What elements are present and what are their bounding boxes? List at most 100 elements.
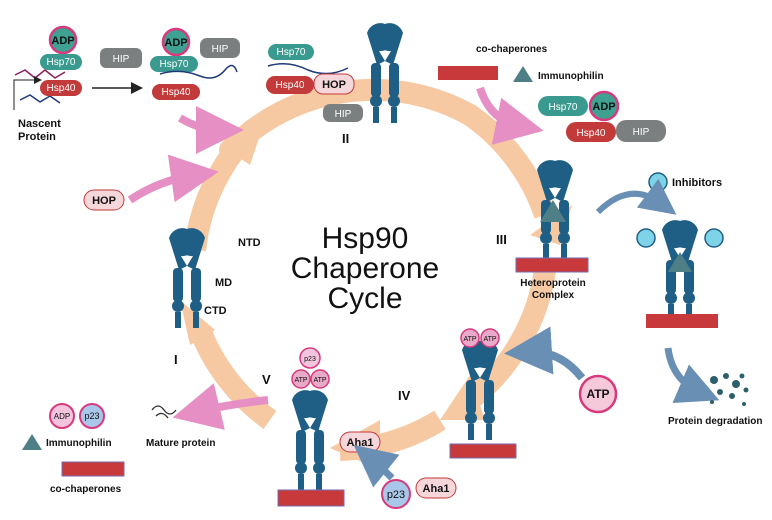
co-chaperone-bar-stage-5 — [277, 489, 345, 507]
aha1-pill-bottom — [415, 477, 457, 499]
immunophilin-icon-top — [513, 66, 533, 82]
hsp90-dimer-stage-5 — [292, 390, 328, 490]
adp-text-2: ADP — [164, 37, 187, 49]
hsp40-text-4: Hsp40 — [577, 128, 606, 139]
adp-text-1: ADP — [51, 35, 74, 47]
cycle-arrow-segment-5 — [189, 325, 277, 429]
nascent-protein-strand-2 — [19, 94, 61, 104]
atp-circle-stage5-b — [310, 369, 330, 389]
hop-pill-1 — [313, 73, 355, 95]
immunophilin-icon-stage-3 — [540, 200, 566, 222]
client-strand-3 — [267, 63, 349, 75]
aha1-text-bottom: Aha1 — [423, 483, 450, 495]
hip-pill-3 — [323, 104, 363, 122]
title-line-1: Hsp90 — [322, 222, 409, 255]
stage-label-2: II — [342, 131, 349, 146]
atp-circle-big — [578, 374, 618, 414]
p23-circle-stage5 — [299, 347, 321, 369]
hip-pill-4 — [616, 120, 666, 142]
title-line-3: Cycle — [327, 282, 402, 315]
co-chaperone-bar-stage-3 — [515, 257, 589, 273]
hop-pill-2 — [83, 189, 125, 211]
stage-label-4: IV — [398, 388, 411, 403]
ctd-label: CTD — [204, 305, 227, 317]
atp-circle-stage4-a — [460, 328, 480, 348]
nascent-protein-label-2: Protein — [18, 131, 56, 143]
blue-arrow-degradation — [664, 347, 720, 404]
pink-arrow-in-hop — [127, 154, 219, 204]
ntd-label: NTD — [238, 237, 261, 249]
hop-text-2: HOP — [92, 195, 116, 207]
hsp40-text-3: Hsp40 — [276, 80, 305, 91]
hip-text-1: HIP — [113, 54, 130, 65]
atp-text-stage4-b: ATP — [483, 336, 496, 343]
hsp40-pill-4 — [566, 122, 616, 142]
stage-label-1: I — [174, 352, 178, 367]
adp-circle-3 — [588, 90, 620, 122]
hsp70-text-3: Hsp70 — [277, 47, 306, 58]
co-chaperones-label-top: co-chaperones — [476, 44, 548, 55]
hsp40-pill-2 — [152, 84, 200, 100]
inhibitors-label: Inhibitors — [672, 177, 722, 189]
pink-arrow-in-1 — [177, 105, 244, 154]
hsp70-pill-3 — [268, 44, 314, 60]
co-chaperone-bar-inhibited — [646, 314, 718, 328]
hsp70-pill-2 — [150, 56, 198, 72]
hsp70-text-4: Hsp70 — [549, 102, 578, 113]
title-line-2: Chaperone — [291, 252, 439, 285]
degradation-fragments — [710, 373, 749, 406]
adp-circle-bottom — [49, 403, 75, 429]
hsp70-text-1: Hsp70 — [47, 57, 76, 68]
blue-arrow-atp — [504, 326, 586, 381]
hsp40-pill-3 — [266, 76, 314, 94]
blue-arrow-p23 — [353, 444, 400, 488]
hsp70-text-2: Hsp70 — [160, 59, 189, 70]
atp-text-big: ATP — [586, 387, 609, 401]
p23-circle-left — [79, 403, 105, 429]
atp-text-stage5-a: ATP — [294, 377, 307, 384]
hsp90-dimer-stage-2 — [367, 23, 403, 123]
immunophilin-icon-bottom — [22, 434, 42, 450]
hsp70-pill-1 — [40, 54, 82, 70]
hip-text-2: HIP — [212, 44, 229, 55]
heteroprotein-label-2: Complex — [532, 290, 575, 301]
nascent-pointer — [13, 76, 42, 110]
atp-text-stage5-b: ATP — [313, 377, 326, 384]
nascent-protein-label-1: Nascent — [18, 118, 61, 130]
adp-text-bottom: ADP — [54, 412, 70, 421]
hsp40-text-1: Hsp40 — [47, 83, 76, 94]
immunophilin-label-top: Immunophilin — [538, 71, 604, 82]
client-strand-2 — [159, 64, 238, 79]
immunophilin-icon-inhibited — [668, 252, 692, 272]
atp-circle-stage4-b — [480, 328, 500, 348]
immunophilin-label-bottom: Immunophilin — [46, 438, 112, 449]
hop-text-1: HOP — [322, 79, 346, 91]
co-chaperones-label-bottom: co-chaperones — [50, 484, 122, 495]
stage-label-3: III — [496, 232, 507, 247]
hip-pill-1 — [100, 48, 142, 68]
hip-pill-2 — [200, 38, 240, 58]
hsp40-pill-1 — [40, 80, 82, 96]
inhibitor-bound-right — [704, 228, 724, 248]
protein-degradation-label: Protein degradation — [668, 416, 762, 427]
atp-circle-stage5-a — [291, 369, 311, 389]
aha1-text-stage5: Aha1 — [347, 437, 374, 449]
mature-protein-icon — [151, 405, 177, 419]
blue-arrow-inhibitors — [595, 178, 677, 215]
hip-text-4: HIP — [633, 127, 650, 138]
p23-text-left: p23 — [84, 411, 99, 421]
stage-label-5: V — [262, 372, 271, 387]
cycle-arrow-segment-2 — [463, 105, 556, 219]
co-chaperone-bar-stage-4 — [449, 443, 517, 459]
hip-text-3: HIP — [335, 109, 352, 120]
nascent-protein-strand — [14, 69, 66, 79]
hsp70-pill-4 — [538, 96, 588, 116]
p23-text-bottom: p23 — [387, 489, 405, 501]
inhibitor-circle — [648, 172, 668, 192]
hsp40-text-2: Hsp40 — [162, 87, 191, 98]
adp-text-3: ADP — [592, 101, 615, 113]
inhibitor-bound-left — [636, 228, 656, 248]
heteroprotein-label-1: Heteroprotein — [520, 278, 586, 289]
